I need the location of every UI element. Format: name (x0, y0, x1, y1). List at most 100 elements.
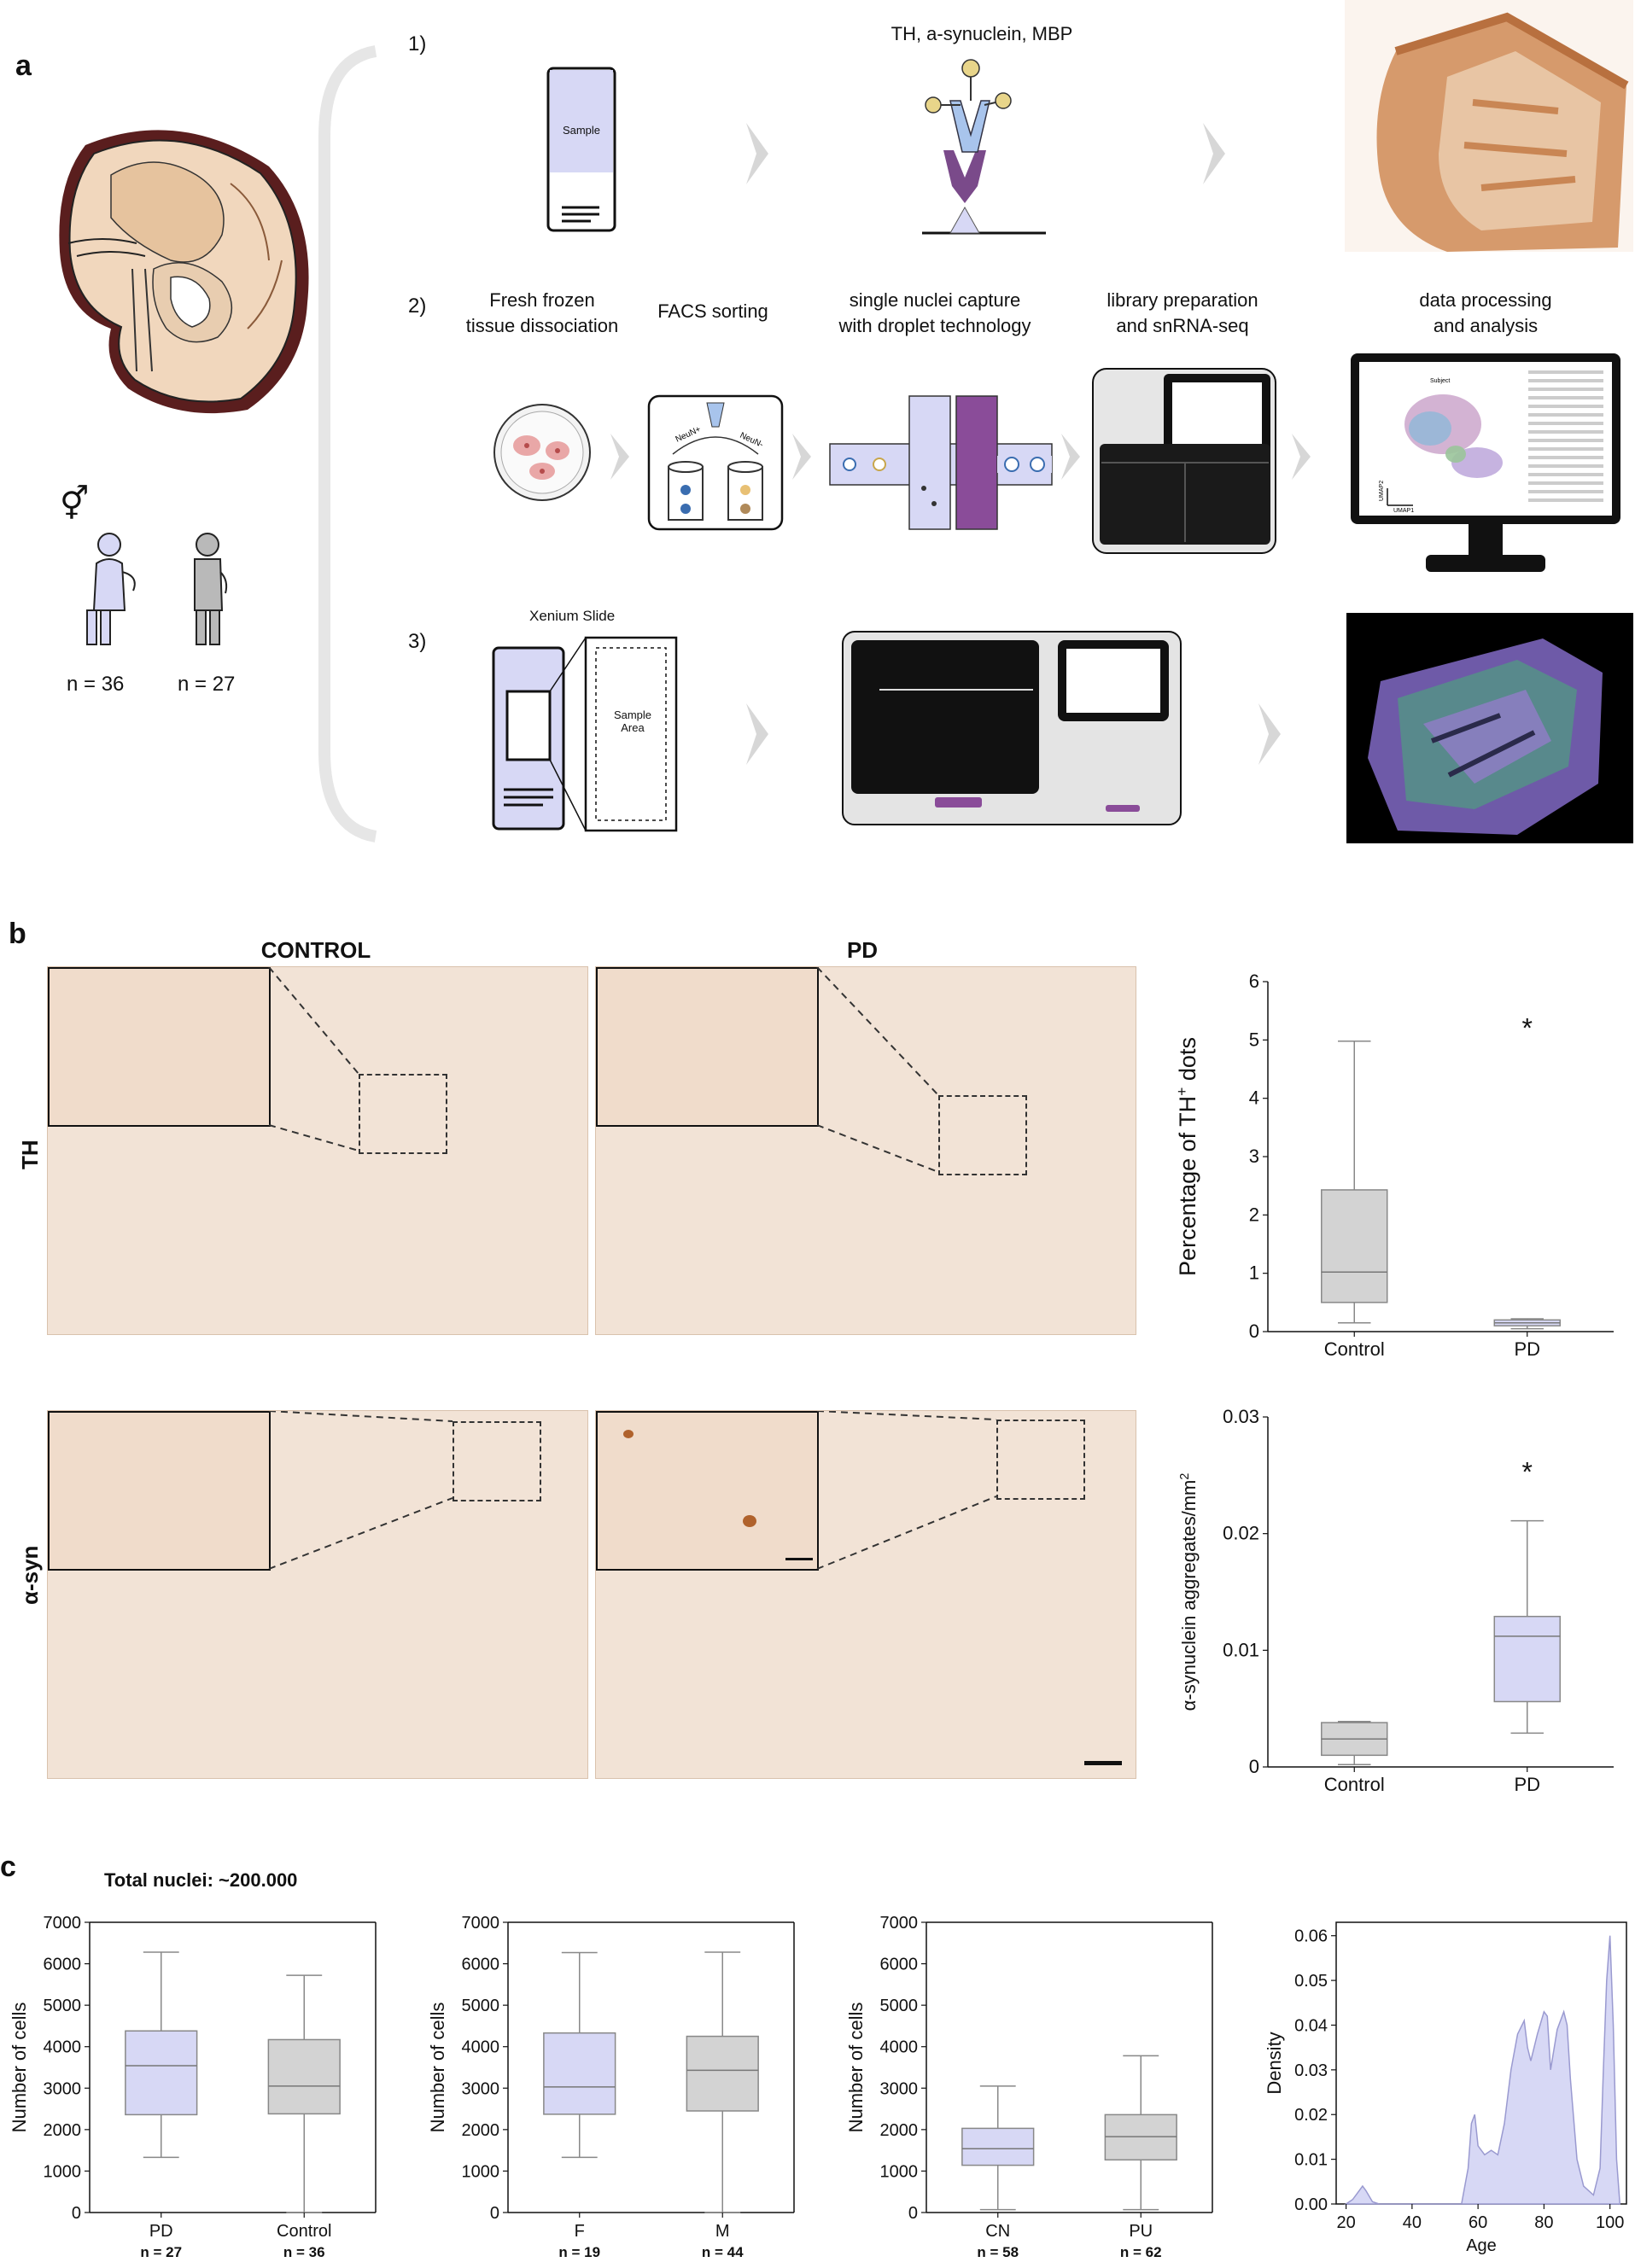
y-tick-label: 5000 (462, 1997, 500, 2015)
arrow-chevron-icon (1203, 123, 1225, 184)
y-tick-label: 2 (1249, 1204, 1259, 1225)
y-tick-label: 0.03 (1294, 2061, 1328, 2080)
y-axis-label: Number of cells (427, 2003, 448, 2133)
x-tick-label: Control (1324, 1338, 1385, 1360)
micrograph-th-control (47, 966, 588, 1335)
sex-symbol-icon: ⚥ (60, 487, 90, 522)
y-tick-label: 2000 (880, 2121, 919, 2140)
patient-figures (86, 533, 228, 645)
row-label-asyn: α-syn (17, 1545, 43, 1605)
y-tick-label: 5 (1249, 1029, 1259, 1050)
y-tick-label: 4000 (462, 2038, 500, 2057)
row-label-th: TH (17, 1140, 43, 1169)
x-tick-label: PU (1129, 2222, 1153, 2241)
x-tick-label: Control (277, 2222, 331, 2241)
arrow-chevron-icon (1061, 434, 1080, 480)
arrow-chevron-icon (746, 123, 768, 184)
y-tick-label: 0.01 (1223, 1639, 1259, 1660)
x-tick-label: 60 (1469, 2213, 1487, 2232)
x-tick-label: M (715, 2222, 730, 2241)
umap-x-label: UMAP1 (1393, 508, 1414, 514)
n-label: n = 19 (558, 2244, 600, 2260)
y-tick-label: 0.00 (1294, 2195, 1328, 2214)
x-tick-label: 20 (1336, 2213, 1355, 2232)
pd-count: n = 36 (67, 673, 125, 696)
x-tick-label: 80 (1534, 2213, 1553, 2232)
y-tick-label: 7000 (462, 1914, 500, 1933)
box-pd (1493, 1615, 1561, 1703)
facs-sorting-icon: NeuN+ NeuN- (647, 394, 784, 531)
arrow-chevron-icon (610, 434, 629, 480)
step3-number: 3) (408, 630, 427, 653)
sequencer-icon (1092, 368, 1276, 554)
y-axis-label: Number of cells (9, 2003, 30, 2133)
x-tick-label: Control (1324, 1774, 1385, 1795)
box-control (1321, 1189, 1388, 1303)
y-axis-label: Density (1264, 2032, 1285, 2094)
col-title-control: CONTROL (260, 937, 371, 963)
y-tick-label: 0.02 (1223, 1523, 1259, 1544)
y-tick-label: 4000 (44, 2038, 82, 2057)
micrograph-inset (596, 1411, 819, 1571)
micrograph-inset (596, 967, 819, 1127)
control-count: n = 27 (178, 673, 236, 696)
significance-asterisk: * (1522, 1457, 1533, 1488)
box-control (267, 2038, 341, 2115)
y-axis-label-sup: 2 (1178, 1473, 1192, 1480)
y-tick-label: 3 (1249, 1146, 1259, 1167)
y-tick-label: 6000 (44, 1956, 82, 1974)
panel-c-title: Total nuclei: ~200.000 (104, 1869, 298, 1891)
y-tick-label: 6 (1249, 971, 1259, 992)
micrograph-roi-box (359, 1074, 447, 1154)
micrograph-roi-box (996, 1420, 1085, 1500)
xenium-analyzer-icon (842, 631, 1182, 825)
step2-label-library: library preparation and snRNA-seq (1107, 289, 1258, 336)
y-tick-label: 5000 (44, 1997, 82, 2015)
umap-subject-label: Subject (1430, 378, 1450, 384)
box-m (686, 2035, 759, 2112)
y-tick-label: 6000 (462, 1956, 500, 1974)
y-tick-label: 1000 (880, 2162, 919, 2181)
panel-letter-a: a (15, 50, 32, 82)
x-tick-label: CN (985, 2222, 1010, 2241)
sample-area-label: Sample Area (613, 708, 652, 734)
y-tick-label: 0 (1249, 1756, 1259, 1777)
bracket-divider (318, 45, 377, 842)
y-tick-label: 1 (1249, 1262, 1259, 1284)
n-label: n = 44 (702, 2244, 744, 2260)
y-tick-label: 0 (490, 2204, 499, 2223)
density-area (1344, 1935, 1621, 2205)
petri-dish-icon (493, 404, 591, 501)
y-axis-label-main: Percentage of TH (1175, 1096, 1200, 1276)
x-tick-label: PD (1514, 1774, 1540, 1795)
scale-bar (1084, 1761, 1122, 1765)
y-tick-label: 0.02 (1294, 2106, 1328, 2125)
droplet-microfluidics-icon (829, 395, 1053, 530)
y-axis-label-sup: + (1173, 1087, 1190, 1096)
y-axis-label: α-synuclein aggregates/mm2 (1178, 1473, 1200, 1711)
arrow-chevron-icon (1292, 434, 1311, 480)
umap-legend-block (1528, 370, 1603, 502)
y-tick-label: 0.01 (1294, 2151, 1328, 2170)
antibody-staining-icon (922, 59, 1046, 235)
arrow-chevron-icon (792, 434, 811, 480)
x-tick-label: 40 (1403, 2213, 1422, 2232)
micrograph-asyn-control (47, 1410, 588, 1779)
y-tick-label: 5000 (880, 1997, 919, 2015)
y-tick-label: 0 (1249, 1321, 1259, 1342)
step2-label-analysis: data processing and analysis (1419, 289, 1552, 336)
x-tick-label: PD (149, 2222, 173, 2241)
xenium-slide-title: Xenium Slide (529, 608, 616, 624)
col-title-pd: PD (846, 937, 879, 963)
step2-label-dissociation: Fresh frozen tissue dissociation (465, 289, 619, 336)
y-tick-label: 1000 (462, 2162, 500, 2181)
y-tick-label: 7000 (880, 1914, 919, 1933)
n-label: n = 58 (977, 2244, 1019, 2260)
micrograph-inset (48, 967, 271, 1127)
box-cn (961, 2127, 1035, 2166)
arrow-chevron-icon (746, 703, 768, 765)
